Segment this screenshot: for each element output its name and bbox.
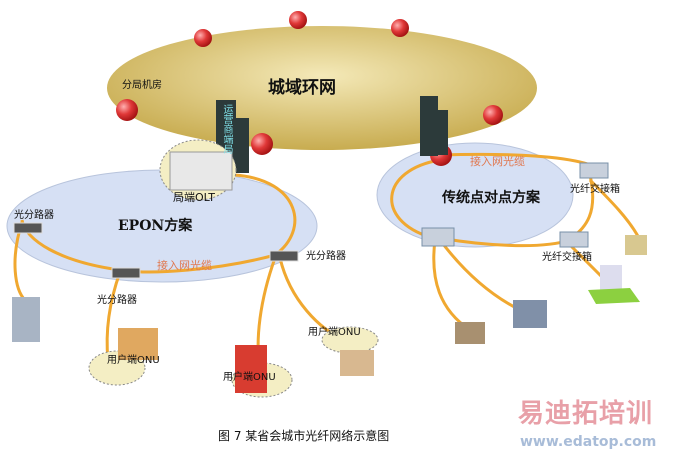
cross-box-label: 光纤交接箱 bbox=[542, 252, 592, 263]
onu-label: 用户端ONU bbox=[107, 355, 160, 366]
cross-box-icons bbox=[421, 162, 609, 248]
splitter-label: 光分路器 bbox=[14, 210, 54, 221]
office-label: 分局机房 bbox=[122, 80, 162, 91]
onu-label: 用户端ONU bbox=[223, 372, 276, 383]
olt-device-icon bbox=[169, 151, 233, 191]
epon-label: EPON方案 bbox=[118, 218, 193, 234]
p2p-label: 传统点对点方案 bbox=[442, 190, 540, 206]
olt-label: 局端OLT bbox=[173, 191, 215, 204]
p2p-fiber-label: 接入网光缆 bbox=[470, 155, 525, 168]
splitter-label: 光分路器 bbox=[306, 251, 346, 262]
figure-caption: 图 7 某省会城市光纤网络示意图 bbox=[218, 429, 390, 443]
watermark-brand: 易迪拓培训 bbox=[518, 399, 654, 429]
splitter-label: 光分路器 bbox=[97, 295, 137, 306]
building-icons bbox=[12, 235, 647, 393]
onu-label: 用户端ONU bbox=[308, 327, 361, 338]
splitter-icons bbox=[13, 222, 299, 279]
epon-fiber-label: 接入网光缆 bbox=[157, 259, 212, 272]
watermark-url: www.edatop.com bbox=[520, 434, 657, 450]
cross-box-label: 光纤交接箱 bbox=[570, 184, 620, 195]
p2p-ring-ellipse bbox=[376, 142, 574, 248]
metro-ring-label: 城域环网 bbox=[268, 78, 336, 98]
operator-building-text: 运营商端局 bbox=[221, 104, 232, 154]
